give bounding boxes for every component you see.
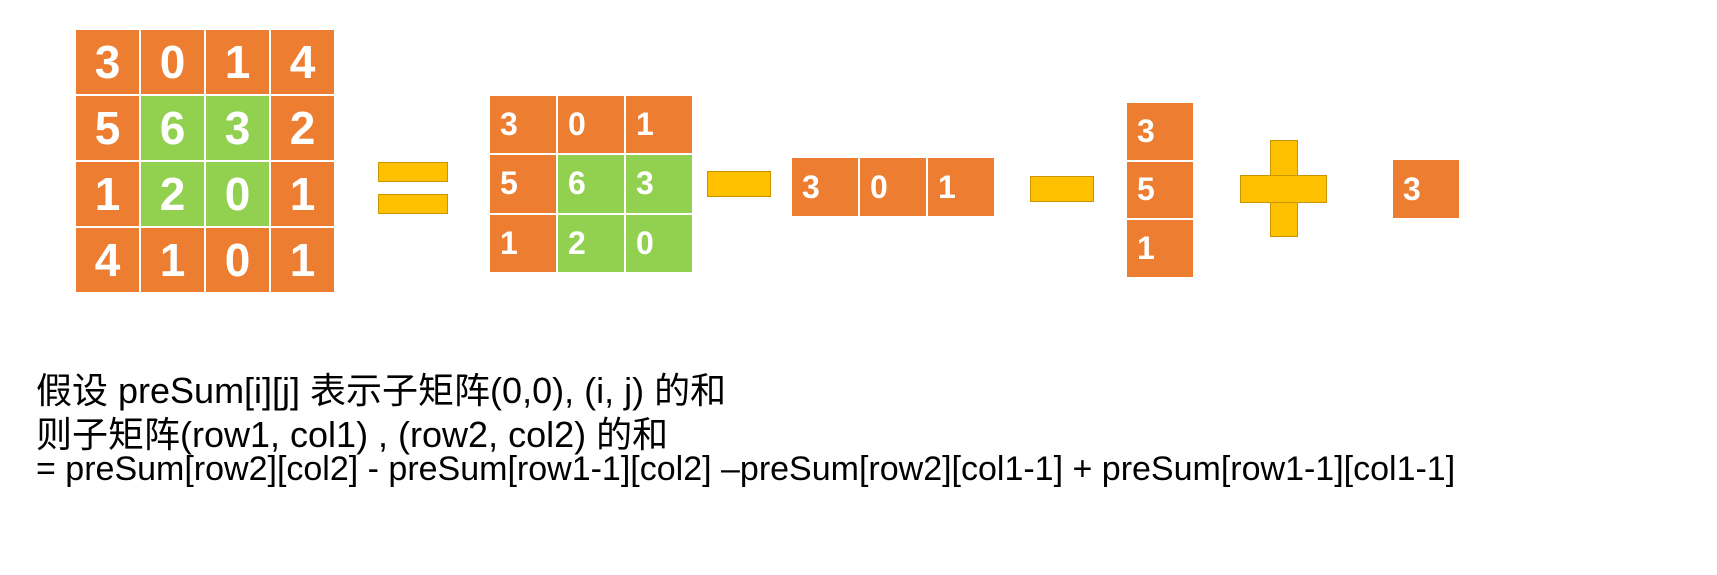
matrix-cell: 2	[271, 96, 334, 160]
corner-cell: 3	[1393, 160, 1459, 218]
matrix-cell: 1	[206, 30, 269, 94]
matrix-cell: 3	[626, 155, 692, 213]
caption-line-2: 则子矩阵(row1, col1) , (row2, col2) 的和	[36, 414, 669, 455]
matrix-cell: 3	[792, 158, 858, 216]
minus-icon	[1030, 176, 1094, 202]
matrix-cell: 3	[206, 96, 269, 160]
matrix-cell: 0	[860, 158, 926, 216]
matrix-cell: 1	[271, 228, 334, 292]
matrix-cell: 6	[558, 155, 624, 213]
minus-icon	[707, 171, 771, 197]
matrix-cell: 2	[141, 162, 204, 226]
matrix-cell: 3	[76, 30, 139, 94]
matrix-cell: 1	[626, 96, 692, 154]
matrix-cell: 5	[76, 96, 139, 160]
matrix-cell: 5	[490, 155, 556, 213]
matrix-cell: 0	[206, 228, 269, 292]
matrix-cell: 5	[1127, 161, 1193, 219]
matrix-cell: 0	[558, 96, 624, 154]
matrix-cell: 1	[1127, 220, 1193, 277]
matrix-cell: 1	[271, 162, 334, 226]
matrix-cell: 6	[141, 96, 204, 160]
matrix-cell: 4	[76, 228, 139, 292]
matrix-cell: 1	[928, 158, 994, 216]
matrix-cell: 0	[206, 162, 269, 226]
matrix-cell: 3	[1393, 160, 1459, 218]
matrix-cell: 1	[76, 162, 139, 226]
caption-line-3: = preSum[row2][col2] - preSum[row1-1][co…	[36, 450, 1456, 488]
caption-line-1: 假设 preSum[i][j] 表示子矩阵(0,0), (i, j) 的和	[36, 370, 727, 411]
matrix-cell: 3	[1127, 103, 1193, 160]
matrix-cell: 0	[626, 214, 692, 272]
matrix-cell: 1	[490, 214, 556, 272]
matrix-cell: 0	[141, 30, 204, 94]
matrix-cell: 2	[558, 214, 624, 272]
matrix-cell: 4	[271, 30, 334, 94]
matrix-cell: 3	[490, 96, 556, 154]
matrix-cell: 1	[141, 228, 204, 292]
